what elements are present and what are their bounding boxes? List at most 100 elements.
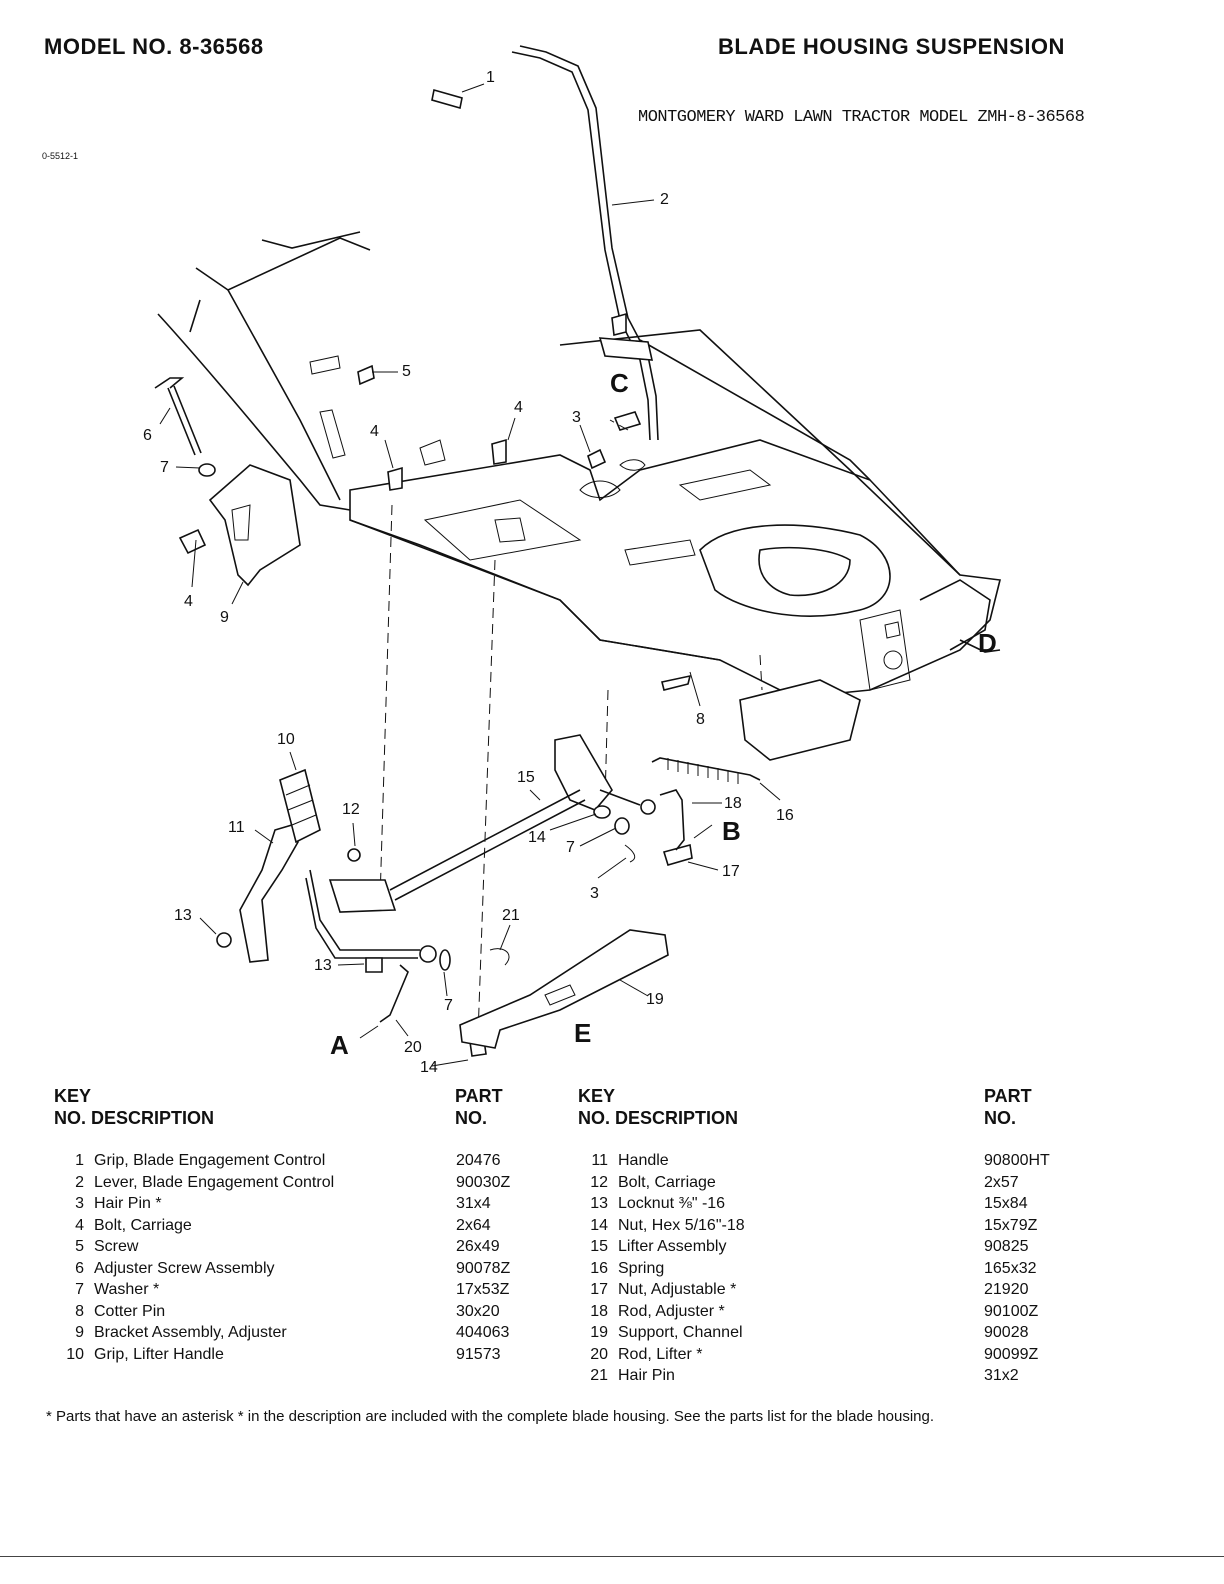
- key-cell: 19: [590, 1324, 608, 1341]
- part-number-cell: 90028: [984, 1324, 1029, 1341]
- callout: 5: [402, 363, 411, 380]
- callout: 14: [528, 829, 546, 846]
- description-cell: Rod, Lifter *: [618, 1345, 703, 1363]
- leader-lines: [159, 83, 781, 1067]
- description-cell: Hair Pin *: [94, 1195, 162, 1212]
- key-cell: 6: [75, 1259, 84, 1277]
- footnote: * Parts that have an asterisk * in the d…: [46, 1408, 935, 1425]
- part-number-cell: 30x20: [456, 1302, 500, 1320]
- table-row: 6 Adjuster Screw Assembly 90078Z: [52, 1258, 556, 1280]
- key-cell: 17: [590, 1281, 608, 1298]
- callout: 4: [370, 423, 379, 440]
- key-cell: 21: [590, 1367, 608, 1384]
- lifter-assembly: [305, 734, 656, 963]
- right-part-header: PART NO.: [984, 1086, 1032, 1128]
- lifter-rod-part-20: [379, 964, 409, 1023]
- callout: 12: [342, 801, 360, 818]
- description-cell: Cotter Pin: [94, 1302, 166, 1320]
- part-number-cell: 31x2: [984, 1367, 1019, 1384]
- part-number-cell: 90078Z: [456, 1259, 511, 1277]
- callout: 13: [174, 907, 192, 924]
- description-cell: Lever, Blade Engagement Control: [94, 1173, 335, 1191]
- part-number-cell: 21920: [984, 1281, 1029, 1298]
- key-cell: 2: [75, 1173, 84, 1191]
- description-cell: Screw: [94, 1238, 139, 1255]
- adjuster-assembly: [154, 377, 301, 587]
- table-row: 15 Lifter Assembly 90825: [578, 1236, 1094, 1258]
- key-cell: 15: [590, 1238, 608, 1255]
- bottom-rule: [0, 1556, 1224, 1557]
- part-number-cell: 31x4: [456, 1195, 491, 1212]
- callout: 4: [184, 593, 193, 610]
- callout: 9: [220, 609, 229, 626]
- callout: 7: [444, 997, 453, 1014]
- key-cell: 5: [75, 1238, 84, 1255]
- callout-labels: 1 2 3 4 4 4 5 6 7 8 9 10 11 12 13 13 14 …: [143, 69, 794, 1076]
- key-cell: 1: [75, 1152, 84, 1169]
- key-cell: 16: [590, 1259, 608, 1277]
- part-number-cell: 90825: [984, 1238, 1029, 1255]
- description-cell: Rod, Adjuster *: [618, 1302, 725, 1320]
- description-cell: Spring: [618, 1259, 665, 1277]
- description-cell: Nut, Adjustable *: [618, 1281, 737, 1298]
- key-cell: 4: [75, 1216, 84, 1234]
- description-cell: Grip, Blade Engagement Control: [94, 1152, 326, 1169]
- description-cell: Handle: [618, 1152, 669, 1169]
- blade-engagement-lever: [511, 45, 659, 441]
- left-key-header: KEY NO. DESCRIPTION: [54, 1086, 215, 1128]
- channel-support-part-19: [459, 929, 669, 1049]
- adjuster-rod-part-18: [659, 789, 685, 851]
- key-cell: 3: [75, 1195, 84, 1212]
- reference-letter: B: [722, 816, 741, 846]
- key-cell: 13: [590, 1195, 608, 1212]
- right-key-header: KEY NO. DESCRIPTION: [578, 1086, 739, 1128]
- callout: 1: [486, 69, 495, 86]
- part-number-cell: 15x79Z: [984, 1216, 1038, 1234]
- left-part-header: PART NO.: [455, 1086, 503, 1128]
- lifter-grip-part-10: [279, 768, 321, 844]
- table-row: 17 Nut, Adjustable * 21920: [578, 1279, 1094, 1301]
- callout: 17: [722, 863, 740, 880]
- callout: 4: [514, 399, 523, 416]
- key-cell: 9: [75, 1324, 84, 1341]
- table-row: 1 Grip, Blade Engagement Control 20476: [52, 1150, 556, 1172]
- table-row: 21 Hair Pin 31x2: [578, 1365, 1094, 1387]
- table-row: 9 Bracket Assembly, Adjuster 404063: [52, 1322, 556, 1344]
- part-number-cell: 90100Z: [984, 1302, 1039, 1320]
- description-cell: Bolt, Carriage: [94, 1216, 192, 1234]
- callout: 11: [228, 819, 245, 836]
- description-cell: Bracket Assembly, Adjuster: [94, 1324, 287, 1341]
- callout: 19: [646, 991, 664, 1008]
- description-cell: Grip, Lifter Handle: [94, 1345, 224, 1363]
- reference-letter: C: [610, 368, 629, 398]
- reference-arrows: [359, 824, 713, 1039]
- part-number-cell: 20476: [456, 1152, 501, 1169]
- callout: 20: [404, 1039, 422, 1056]
- reference-letter: A: [330, 1030, 349, 1060]
- part-number-cell: 404063: [456, 1324, 510, 1341]
- model-number: MODEL NO. 8-36568: [44, 34, 264, 59]
- callout: 7: [160, 459, 169, 476]
- exploded-parts-diagram: 1 2 3 4 4 4 5 6 7 8 9 10 11 12 13 13 14 …: [143, 45, 1001, 1076]
- key-cell: 20: [590, 1345, 608, 1363]
- description-cell: Lifter Assembly: [618, 1238, 727, 1255]
- callout: 15: [517, 769, 535, 786]
- callout: 18: [724, 795, 742, 812]
- description-cell: Locknut ⅜" -16: [618, 1195, 726, 1212]
- description-cell: Adjuster Screw Assembly: [94, 1259, 275, 1277]
- part-number-cell: 2x57: [984, 1173, 1019, 1191]
- reference-letters: A B C D E: [330, 368, 997, 1060]
- description-cell: Hair Pin: [618, 1367, 675, 1384]
- parts-table-left: 1 Grip, Blade Engagement Control 20476 2 Lev…: [52, 1150, 556, 1365]
